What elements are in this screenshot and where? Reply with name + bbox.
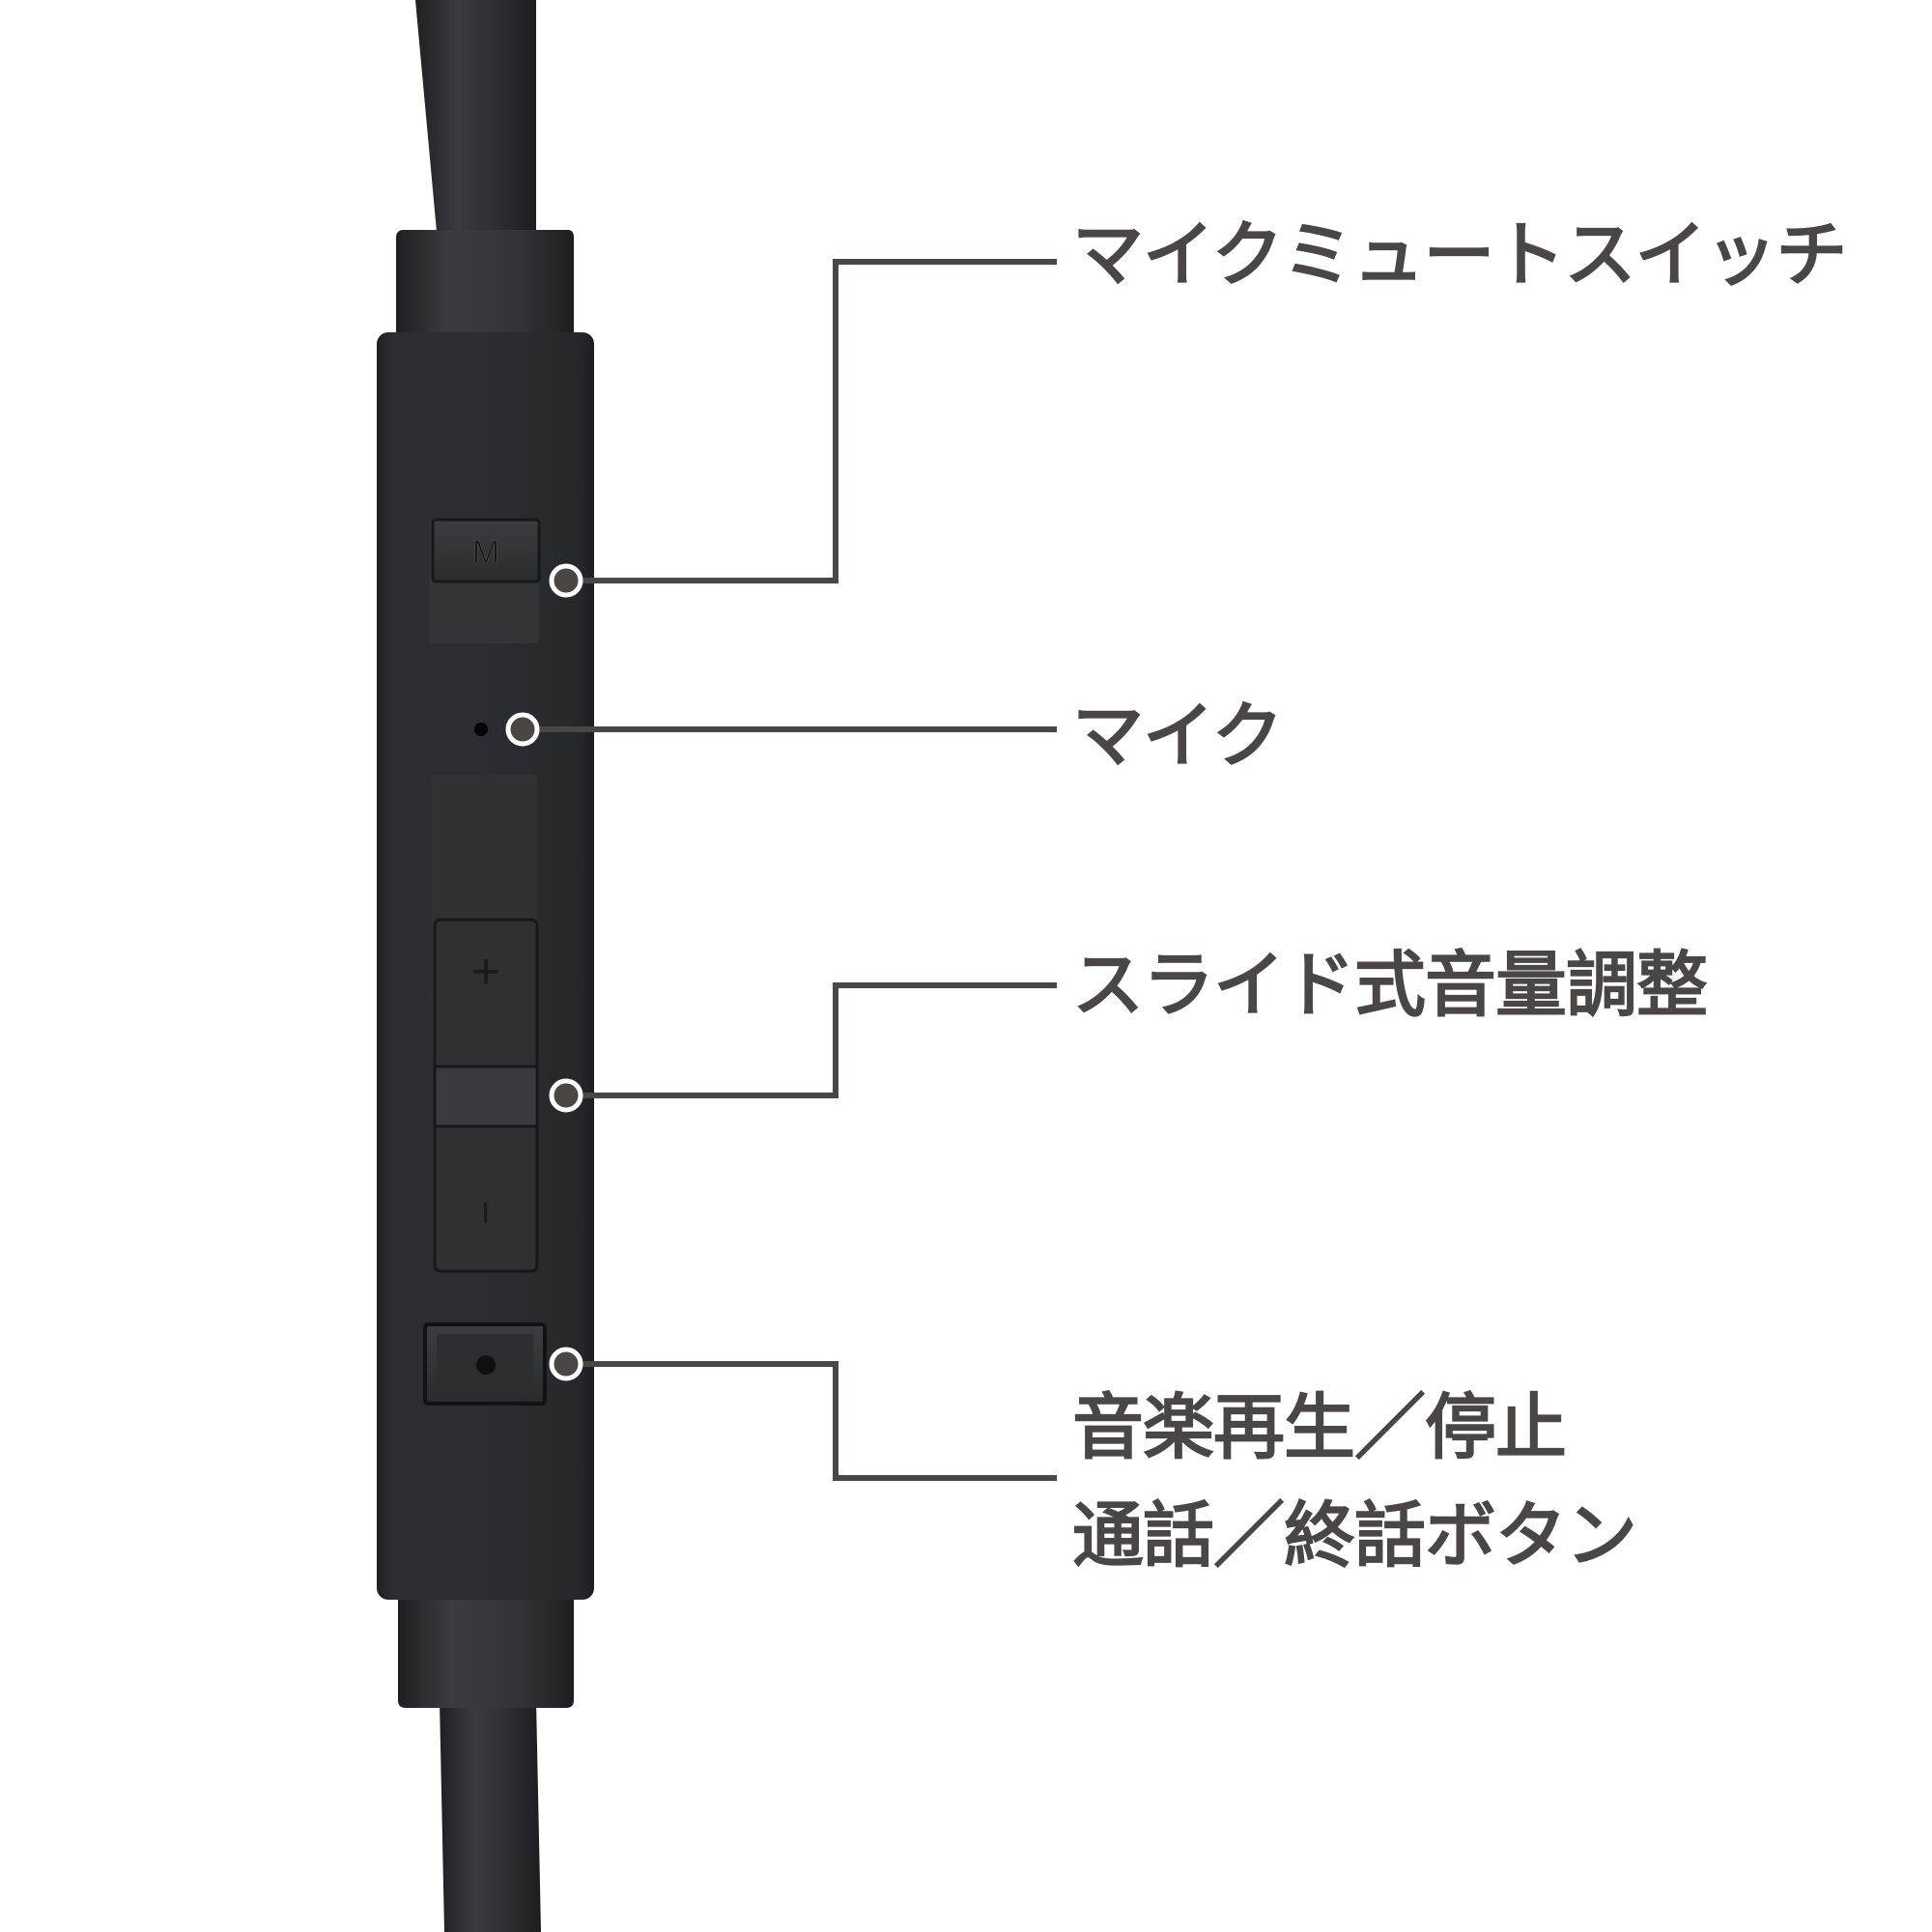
callout-markers	[505, 563, 583, 1381]
label-microphone: マイク	[1072, 682, 1284, 790]
marker-volume	[549, 1078, 583, 1113]
label-play-pause-line1: 音楽再生／停止	[1072, 1386, 1567, 1469]
label-microphone-text: マイク	[1072, 695, 1284, 778]
volume-up-symbol: +	[471, 944, 500, 1000]
label-mic-mute-switch-text: マイクミュートスイッチ	[1072, 213, 1848, 297]
label-play-pause-call: 音楽再生／停止 通話／終話ボタン	[1072, 1374, 1637, 1590]
marker-mute	[549, 563, 583, 598]
label-play-pause-line2: 通話／終話ボタン	[1072, 1494, 1637, 1577]
label-slide-volume: スライド式音量調整	[1072, 931, 1708, 1039]
volume-slider-grip[interactable]	[433, 1065, 539, 1128]
leader-line-play	[566, 1361, 1057, 1481]
marker-play	[549, 1347, 583, 1381]
marker-mic	[505, 712, 540, 747]
upper-cable	[415, 0, 536, 232]
leader-line-volume	[566, 982, 1057, 1098]
label-mic-mute-switch: マイクミュートスイッチ	[1072, 201, 1848, 309]
mute-switch-letter: M	[472, 534, 499, 571]
label-slide-volume-text: スライド式音量調整	[1072, 944, 1708, 1027]
mute-switch-button[interactable]	[431, 518, 541, 583]
lower-cable	[440, 1700, 541, 1932]
leader-line-mute	[566, 259, 1057, 583]
upper-strain-relief	[396, 230, 574, 334]
volume-down-symbol: −	[462, 1200, 509, 1225]
leader-lines	[523, 259, 1057, 1481]
play-pause-dot	[476, 1355, 496, 1375]
lower-strain-relief	[398, 1598, 574, 1708]
microphone-hole	[474, 723, 488, 736]
